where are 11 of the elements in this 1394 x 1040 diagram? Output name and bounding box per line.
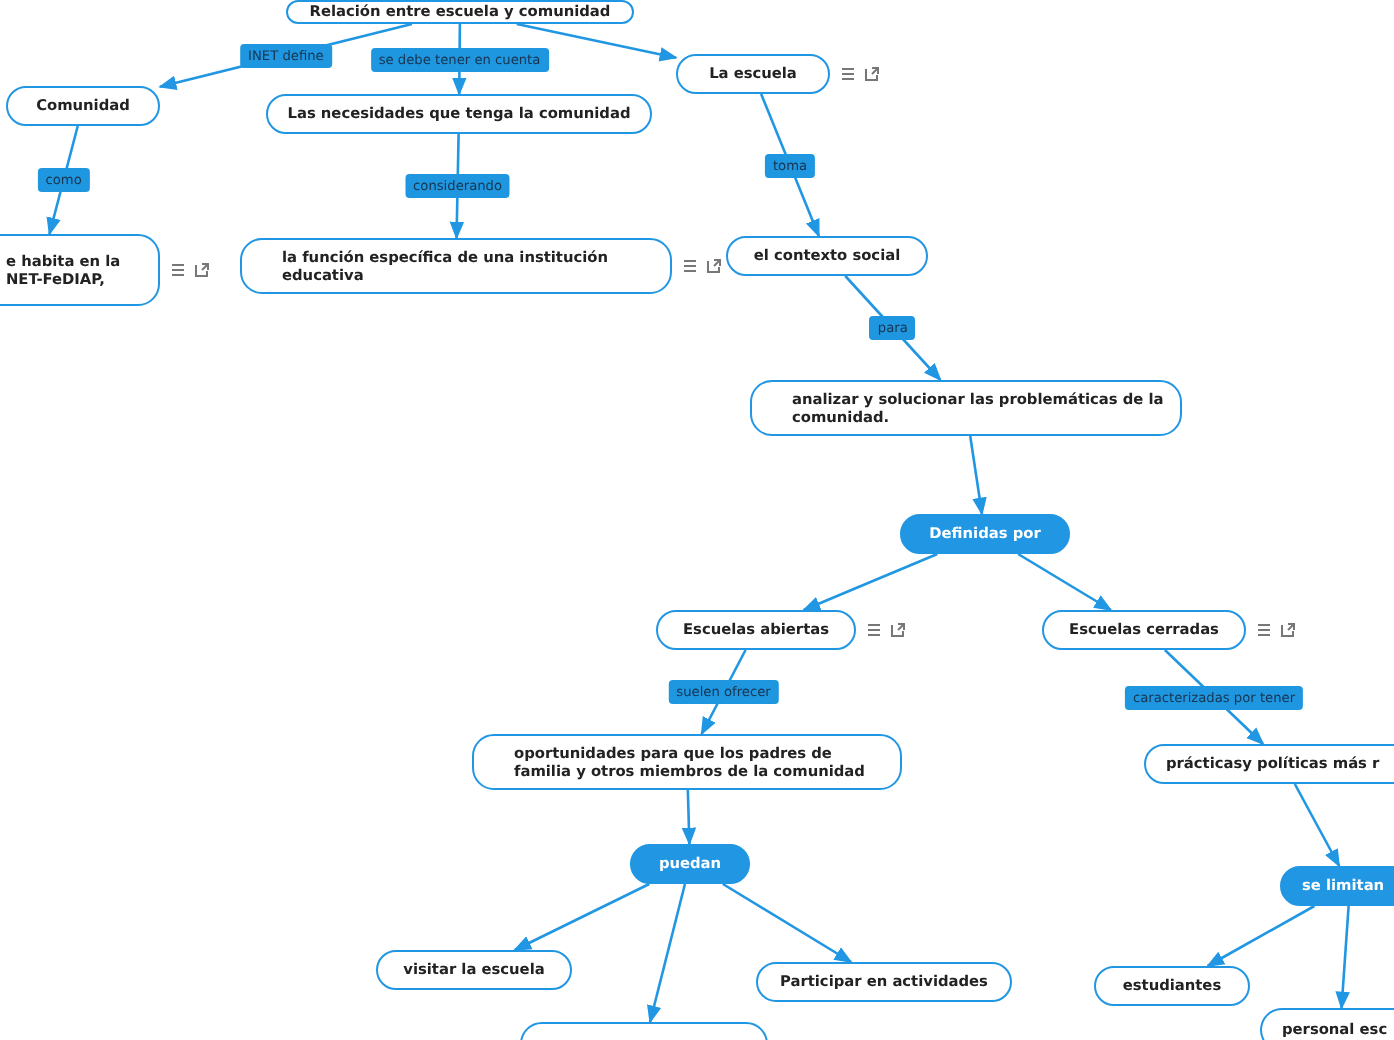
arrow bbox=[647, 883, 687, 1024]
arrow bbox=[802, 552, 938, 612]
arrow bbox=[968, 435, 987, 516]
arrow bbox=[681, 789, 697, 846]
arrow bbox=[844, 275, 942, 382]
arrow bbox=[1335, 905, 1350, 1010]
arrow bbox=[513, 882, 650, 952]
arrow bbox=[1293, 783, 1341, 868]
arrow bbox=[722, 882, 853, 964]
arrow bbox=[1206, 904, 1316, 968]
arrow bbox=[1017, 552, 1113, 612]
